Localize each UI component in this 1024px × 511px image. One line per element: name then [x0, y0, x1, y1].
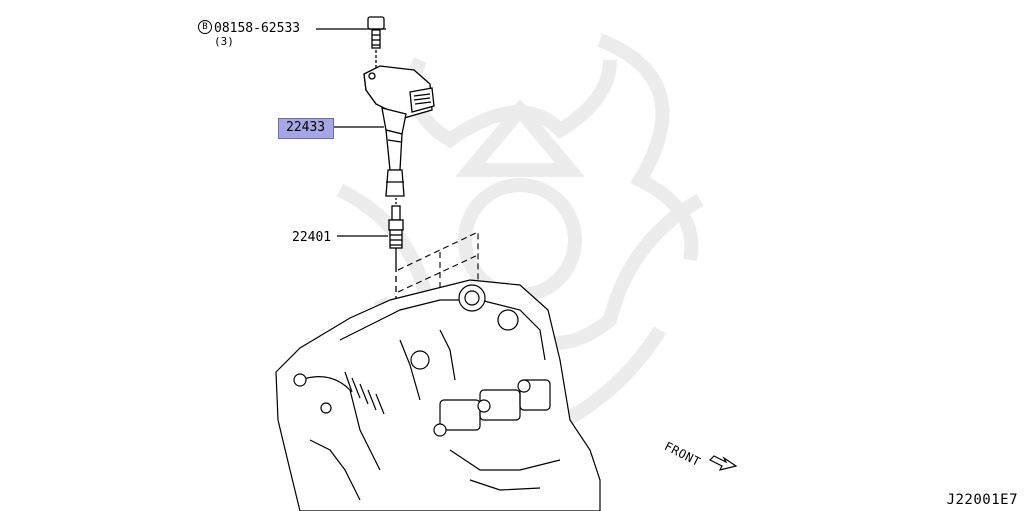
diagram-code: J22001E7 [946, 492, 1018, 508]
bolt-callout-marker: B [198, 20, 212, 34]
bolt-quantity: (3) [214, 35, 234, 48]
bolt-part-number: 08158-62533 [214, 21, 301, 36]
engine-block-icon [275, 279, 601, 511]
coil-part-highlight[interactable] [278, 118, 334, 139]
coil-part-number[interactable]: 22433 [286, 120, 326, 135]
ignition-coil-icon [363, 65, 435, 197]
bolt-icon [366, 16, 386, 68]
leader-lines [316, 28, 388, 237]
spark-plug-part-number: 22401 [292, 230, 332, 245]
front-arrow-icon [708, 455, 738, 471]
